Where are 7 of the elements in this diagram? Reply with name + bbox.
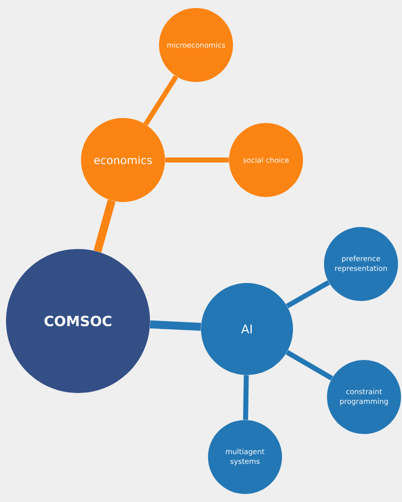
connector — [165, 158, 229, 162]
connector — [150, 320, 202, 331]
connector — [243, 375, 249, 420]
connector — [286, 280, 330, 308]
connector — [94, 200, 116, 253]
connector — [144, 75, 178, 126]
connector — [286, 350, 334, 380]
